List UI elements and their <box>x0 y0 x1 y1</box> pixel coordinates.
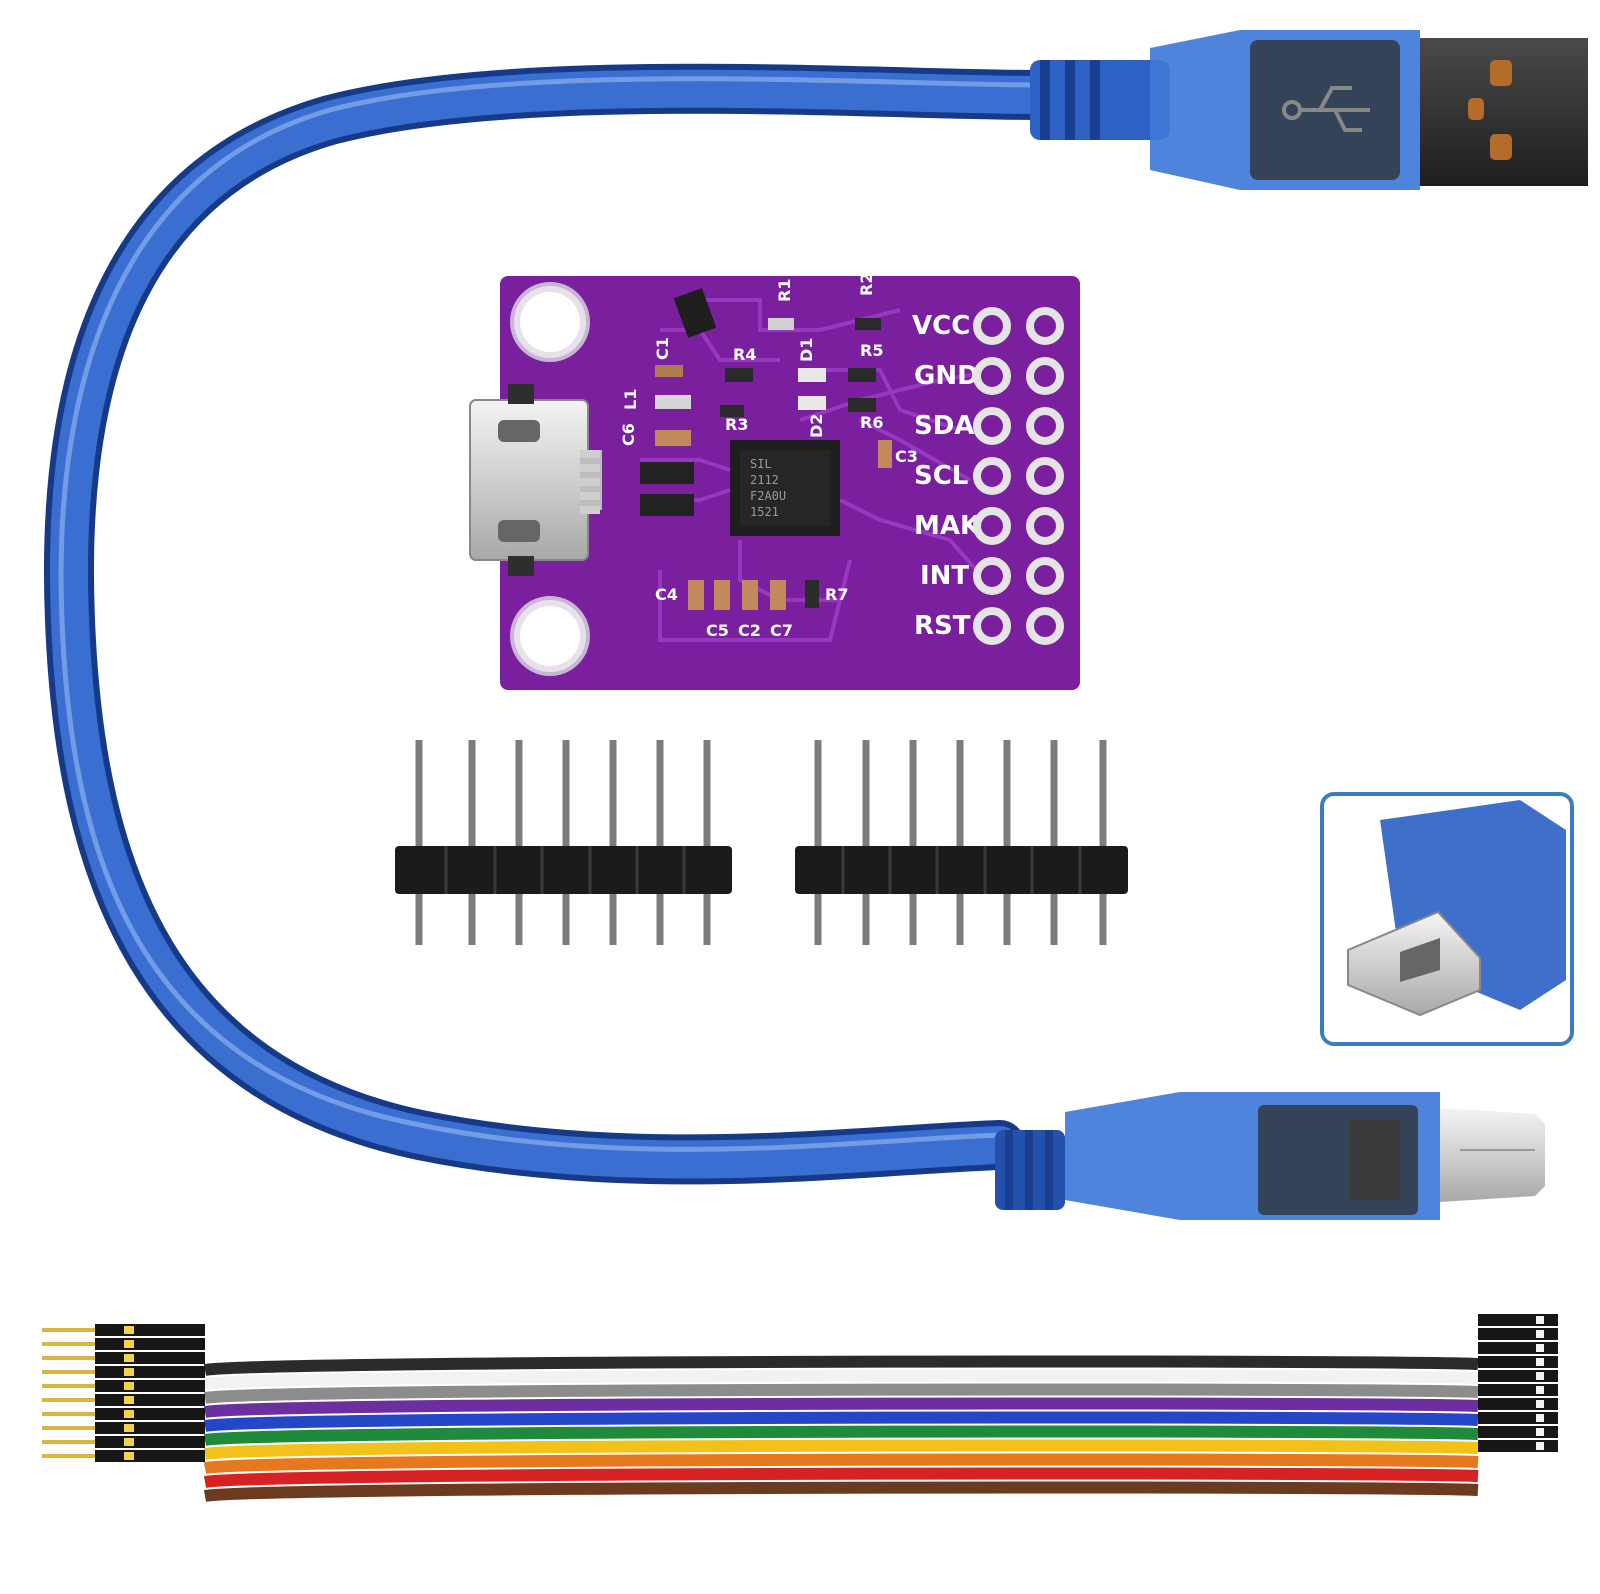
jumper-housing-right <box>1478 1440 1558 1452</box>
jumper-housing-right <box>1478 1314 1558 1326</box>
jumper-wire <box>203 1439 1479 1460</box>
usb-pads <box>580 450 600 514</box>
component-label: C7 <box>770 621 793 640</box>
jumper-housing-left <box>95 1408 205 1420</box>
usb-cable <box>43 63 1065 1185</box>
silkscreen-labels: R1 R2 C1 R4 D1 R5 L1 C6 R3 D2 R6 C3 C4 C… <box>619 273 918 640</box>
component-label: R2 <box>857 273 876 296</box>
chip-marking-line: SIL <box>750 457 772 471</box>
pin-header-labels: VCC GND SDA SCL MAK INT RST <box>912 311 981 641</box>
pin-header-row-right <box>795 740 1128 945</box>
jumper-pin-marker <box>1536 1316 1544 1324</box>
jumper-housing-right <box>1478 1426 1558 1438</box>
jumper-housing-right <box>1478 1384 1558 1396</box>
component-label: C4 <box>655 585 678 604</box>
pin-label-vcc: VCC <box>912 311 970 341</box>
jumper-pin-marker <box>124 1396 134 1404</box>
jumper-housing-left <box>95 1324 205 1336</box>
component-label: C1 <box>653 337 672 360</box>
jumper-housing-right <box>1478 1412 1558 1424</box>
component-label: D2 <box>807 414 826 438</box>
jumper-housing-left <box>95 1422 205 1434</box>
component-label: C3 <box>895 447 918 466</box>
component-label: R6 <box>860 413 883 432</box>
jumper-pin-marker <box>124 1368 134 1376</box>
jumper-wire <box>203 1397 1479 1418</box>
jumper-wires <box>42 1314 1558 1502</box>
component-label: R1 <box>775 279 794 302</box>
pin-label-scl: SCL <box>914 461 968 491</box>
jumper-wire <box>203 1355 1479 1376</box>
jumper-housing-right <box>1478 1328 1558 1340</box>
jumper-wire <box>203 1369 1479 1390</box>
jumper-wire <box>203 1467 1479 1488</box>
component-label: R3 <box>725 415 748 434</box>
chip-marking-line: F2A0U <box>750 489 786 503</box>
jumper-pin-marker <box>124 1382 134 1390</box>
component-label: D1 <box>797 338 816 362</box>
component-label: C2 <box>738 621 761 640</box>
pcb-module: SIL 2112 F2A0U 1521 <box>469 273 1080 690</box>
jumper-wire <box>203 1383 1479 1404</box>
jumper-pin-marker <box>1536 1358 1544 1366</box>
pin-label-gnd: GND <box>914 361 979 391</box>
jumper-pin-marker <box>124 1410 134 1418</box>
jumper-housing-right <box>1478 1398 1558 1410</box>
pin-label-rst: RST <box>914 611 971 641</box>
jumper-housing-left <box>95 1380 205 1392</box>
smd-components <box>640 288 892 610</box>
jumper-housing-left <box>95 1394 205 1406</box>
component-label: C5 <box>706 621 729 640</box>
cable-body-highlight <box>58 76 1043 1152</box>
jumper-pin-marker <box>1536 1428 1544 1436</box>
jumper-pin-marker <box>1536 1330 1544 1338</box>
jumper-pin-marker <box>124 1452 134 1460</box>
jumper-pin-marker <box>1536 1344 1544 1352</box>
jumper-pin-marker <box>124 1438 134 1446</box>
jumper-wire <box>203 1425 1479 1446</box>
jumper-wire <box>203 1481 1479 1502</box>
jumper-pin-marker <box>1536 1372 1544 1380</box>
jumper-wire <box>203 1453 1479 1474</box>
usb-trident-icon <box>1282 86 1370 132</box>
micro-usb-connector-icon <box>995 1092 1545 1220</box>
jumper-housing-left <box>95 1352 205 1364</box>
main-ic-chip: SIL 2112 F2A0U 1521 <box>730 440 840 536</box>
pin-label-int: INT <box>920 561 969 591</box>
jumper-pin-marker <box>124 1340 134 1348</box>
chip-marking-line: 1521 <box>750 505 779 519</box>
pin-label-mak: MAK <box>914 511 981 541</box>
component-label: R5 <box>860 341 883 360</box>
inset-micro-usb-detail <box>1320 792 1574 1046</box>
jumper-pin-marker <box>124 1326 134 1334</box>
component-label: C6 <box>619 423 638 446</box>
jumper-pin-marker <box>124 1354 134 1362</box>
component-label: L1 <box>621 389 640 410</box>
jumper-wire <box>203 1411 1479 1432</box>
cable-body-shine <box>49 69 1059 1179</box>
pin-label-sda: SDA <box>914 411 974 441</box>
jumper-housing-left <box>95 1338 205 1350</box>
jumper-pin-marker <box>1536 1414 1544 1422</box>
jumper-housing-left <box>95 1450 205 1462</box>
jumper-pin-marker <box>1536 1400 1544 1408</box>
jumper-housing-right <box>1478 1370 1558 1382</box>
chip-marking-line: 2112 <box>750 473 779 487</box>
component-label: R4 <box>733 345 756 364</box>
jumper-housing-left <box>95 1436 205 1448</box>
jumper-pin-marker <box>124 1424 134 1432</box>
component-label: R7 <box>825 585 848 604</box>
jumper-pin-marker <box>1536 1442 1544 1450</box>
jumper-pin-marker <box>1536 1386 1544 1394</box>
through-holes <box>973 307 1064 645</box>
jumper-housing-left <box>95 1366 205 1378</box>
usb-a-connector-icon <box>1030 30 1588 190</box>
micro-usb-metal-tip <box>1440 1108 1545 1202</box>
jumper-housing-right <box>1478 1342 1558 1354</box>
pin-header-row-left <box>395 740 732 945</box>
jumper-housing-right <box>1478 1356 1558 1368</box>
